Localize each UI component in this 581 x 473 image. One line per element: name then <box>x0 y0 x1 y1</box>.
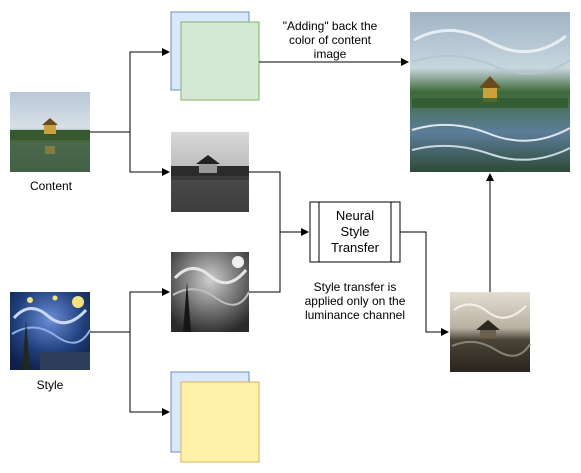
color-note-line1: "Adding" back the <box>283 19 378 33</box>
content-luminance-image <box>171 132 249 212</box>
luminance-note-line3: luminance channel <box>305 308 405 322</box>
arrow-style-to-color <box>129 332 170 416</box>
arrow-content-to-luminance <box>129 132 170 176</box>
neural-style-transfer-box <box>309 201 401 263</box>
arrow-style-to-luminance <box>90 288 170 333</box>
color-note-line3: image <box>314 47 347 61</box>
style-luminance-image <box>171 252 250 332</box>
style-color-channels <box>170 371 260 463</box>
style-label: Style <box>37 378 64 392</box>
luminance-note-line2: applied only on the <box>305 294 406 308</box>
nst-label-line3: Transfer <box>331 240 380 255</box>
content-image <box>10 92 90 172</box>
stylized-luminance-image <box>450 292 531 372</box>
arrow-nst-to-output <box>400 231 449 336</box>
nst-label-line1: Neural <box>336 208 374 223</box>
final-result-image <box>410 12 571 172</box>
content-color-channels <box>170 11 260 101</box>
content-label: Content <box>30 179 73 193</box>
arrow-content-gray-to-nst <box>249 171 309 236</box>
arrow-style-gray-to-nst <box>249 232 281 293</box>
luminance-note-line1: Style transfer is <box>314 280 397 294</box>
arrow-content-to-color <box>90 48 170 133</box>
style-image <box>10 292 91 370</box>
nst-label-line2: Style <box>341 224 370 239</box>
color-note-line2: color of content <box>289 33 372 47</box>
